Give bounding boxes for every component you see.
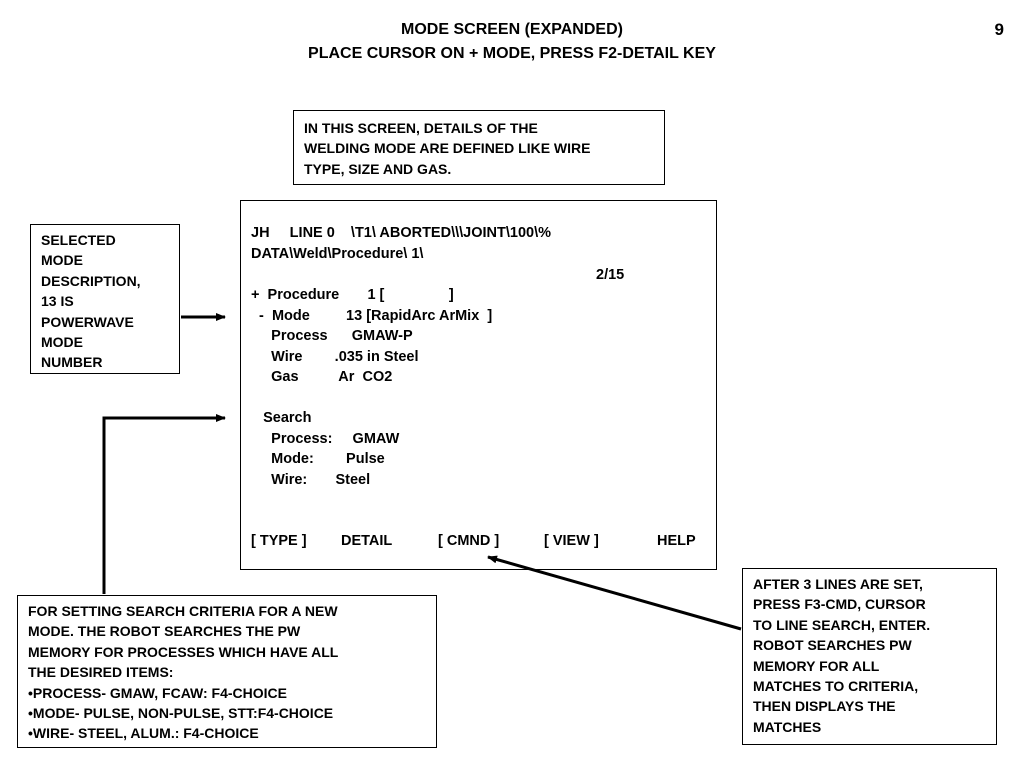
callout-left-line: POWERWAVE xyxy=(41,313,134,330)
callout-bottom-left-line: MEMORY FOR PROCESSES WHICH HAVE ALL xyxy=(28,643,339,660)
wire-line: Wire .035 in Steel xyxy=(251,349,419,365)
callout-bottom-right-line: PRESS F3-CMD, CURSOR xyxy=(753,596,926,613)
callout-bottom-right-line: THEN DISPLAYS THE xyxy=(753,698,896,715)
mode-line[interactable]: - Mode 13 [RapidArc ArMix ] xyxy=(251,308,493,324)
arrow-cmnd-key xyxy=(487,555,742,631)
callout-bottom-left-line: FOR SETTING SEARCH CRITERIA FOR A NEW xyxy=(28,603,338,619)
softkey-cmnd[interactable]: [ CMND ] xyxy=(438,533,500,549)
callout-bottom-right-line: TO LINE SEARCH, ENTER. xyxy=(753,616,931,633)
callout-top-line: IN THIS SCREEN, DETAILS OF THE xyxy=(304,120,538,136)
callout-bottom-right-line: MATCHES xyxy=(753,718,822,735)
page-number: 9 xyxy=(994,20,1004,39)
gas-line: Gas Ar CO2 xyxy=(251,369,393,385)
search-wire-field[interactable]: Wire: Steel xyxy=(251,472,371,488)
status-line: JH LINE 0 \T1\ ABORTED\\\JOINT\100\% xyxy=(251,225,552,241)
search-title[interactable]: Search xyxy=(251,410,312,426)
softkey-help[interactable]: HELP xyxy=(657,533,696,549)
callout-bottom-right-line: ROBOT SEARCHES PW xyxy=(753,637,912,654)
callout-left-line: NUMBER xyxy=(41,354,103,371)
callout-bottom-right: AFTER 3 LINES ARE SET, PRESS F3-CMD, CUR… xyxy=(742,568,997,745)
callout-left-line: MODE xyxy=(41,252,83,269)
callout-bottom-left: FOR SETTING SEARCH CRITERIA FOR A NEW MO… xyxy=(17,595,437,748)
callout-left-line: MODE xyxy=(41,334,83,351)
search-process-field[interactable]: Process: GMAW xyxy=(251,431,400,447)
callout-bottom-left-line: •PROCESS- GMAW, FCAW: F4-CHOICE xyxy=(28,684,287,701)
pendant-screen: JH LINE 0 \T1\ ABORTED\\\JOINT\100\% DAT… xyxy=(240,200,717,570)
callout-top-line: WELDING MODE ARE DEFINED LIKE WIRE xyxy=(304,140,591,157)
procedure-line[interactable]: + Procedure 1 [ ] xyxy=(251,287,454,303)
callout-bottom-right-line: MATCHES TO CRITERIA, xyxy=(753,678,919,695)
callout-bottom-left-line: •MODE- PULSE, NON-PULSE, STT:F4-CHOICE xyxy=(28,705,334,722)
callout-bottom-left-line: MODE. THE ROBOT SEARCHES THE PW xyxy=(28,623,301,640)
arrow-search-criteria xyxy=(102,414,226,594)
callout-left-line: 13 IS xyxy=(41,293,74,310)
softkey-detail[interactable]: DETAIL xyxy=(341,533,393,549)
callout-bottom-right-line: AFTER 3 LINES ARE SET, xyxy=(753,576,923,592)
softkey-view[interactable]: [ VIEW ] xyxy=(544,533,599,549)
callout-bottom-left-line: THE DESIRED ITEMS: xyxy=(28,664,174,681)
page-subtitle: PLACE CURSOR ON + MODE, PRESS F2-DETAIL … xyxy=(308,45,716,62)
callout-bottom-left-line: •WIRE- STEEL, ALUM.: F4-CHOICE xyxy=(28,725,259,742)
callout-left-line: SELECTED xyxy=(41,232,116,248)
process-line: Process GMAW-P xyxy=(251,328,413,344)
callout-top-line: TYPE, SIZE AND GAS. xyxy=(304,160,452,177)
callout-left: SELECTED MODE DESCRIPTION, 13 IS POWERWA… xyxy=(30,224,180,374)
callout-bottom-right-line: MEMORY FOR ALL xyxy=(753,657,880,674)
search-mode-field[interactable]: Mode: Pulse xyxy=(251,451,385,467)
callout-left-line: DESCRIPTION, xyxy=(41,272,141,289)
page-indicator: 2/15 xyxy=(596,267,625,283)
softkey-type[interactable]: [ TYPE ] xyxy=(251,533,307,549)
callout-top: IN THIS SCREEN, DETAILS OF THE WELDING M… xyxy=(293,110,665,185)
path-line: DATA\Weld\Procedure\ 1\ xyxy=(251,246,424,262)
page-title: MODE SCREEN (EXPANDED) xyxy=(401,21,623,38)
